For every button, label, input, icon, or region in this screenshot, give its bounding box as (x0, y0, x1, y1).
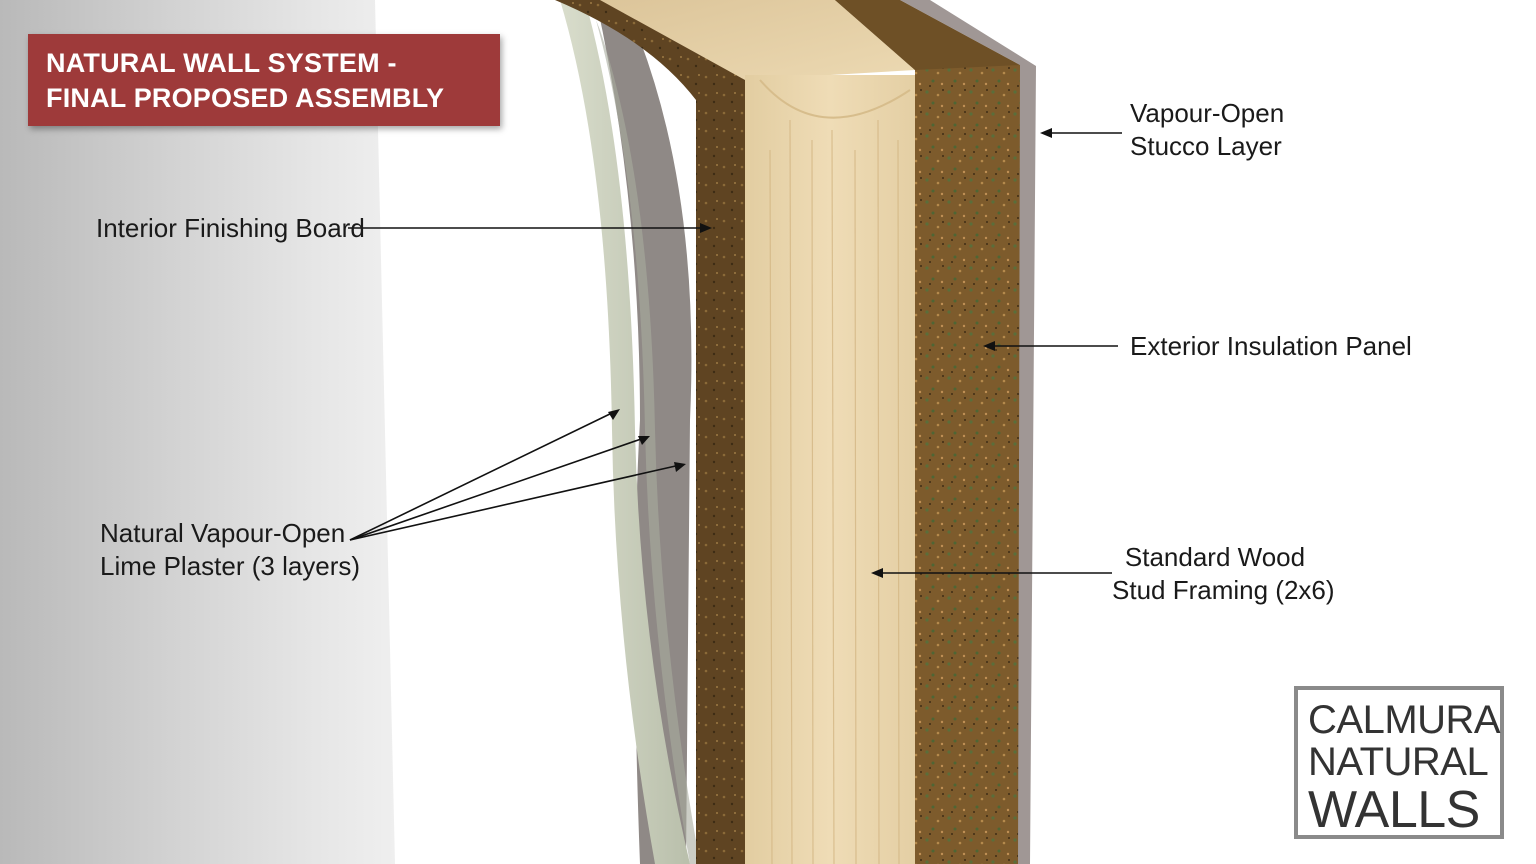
label-stucco: Vapour-Open Stucco Layer (1130, 98, 1285, 161)
stucco-layer (900, 0, 1036, 864)
leader-lines (348, 132, 1122, 574)
calmura-logo: CALMURA NATURAL WALLS (1294, 686, 1504, 839)
title-line-2: FINAL PROPOSED ASSEMBLY (46, 83, 445, 113)
arrowheads (608, 128, 1052, 578)
label-insulation: Exterior Insulation Panel (1130, 331, 1412, 361)
label-interior-board: Interior Finishing Board (96, 213, 365, 243)
interior-insulation-cavity (555, 0, 750, 864)
wood-stud (745, 75, 915, 864)
label-wood-stud: Standard Wood Stud Framing (2x6) (1112, 542, 1335, 605)
title-line-1: NATURAL WALL SYSTEM - (46, 48, 397, 78)
lime-plaster-layers (560, 0, 690, 864)
label-lime-plaster: Natural Vapour-Open Lime Plaster (3 laye… (100, 518, 361, 581)
title-banner: NATURAL WALL SYSTEM - FINAL PROPOSED ASS… (28, 34, 500, 126)
interior-wall-background (0, 0, 395, 864)
stud-top-face (600, 0, 915, 80)
exterior-insulation-panel (835, 0, 1020, 864)
